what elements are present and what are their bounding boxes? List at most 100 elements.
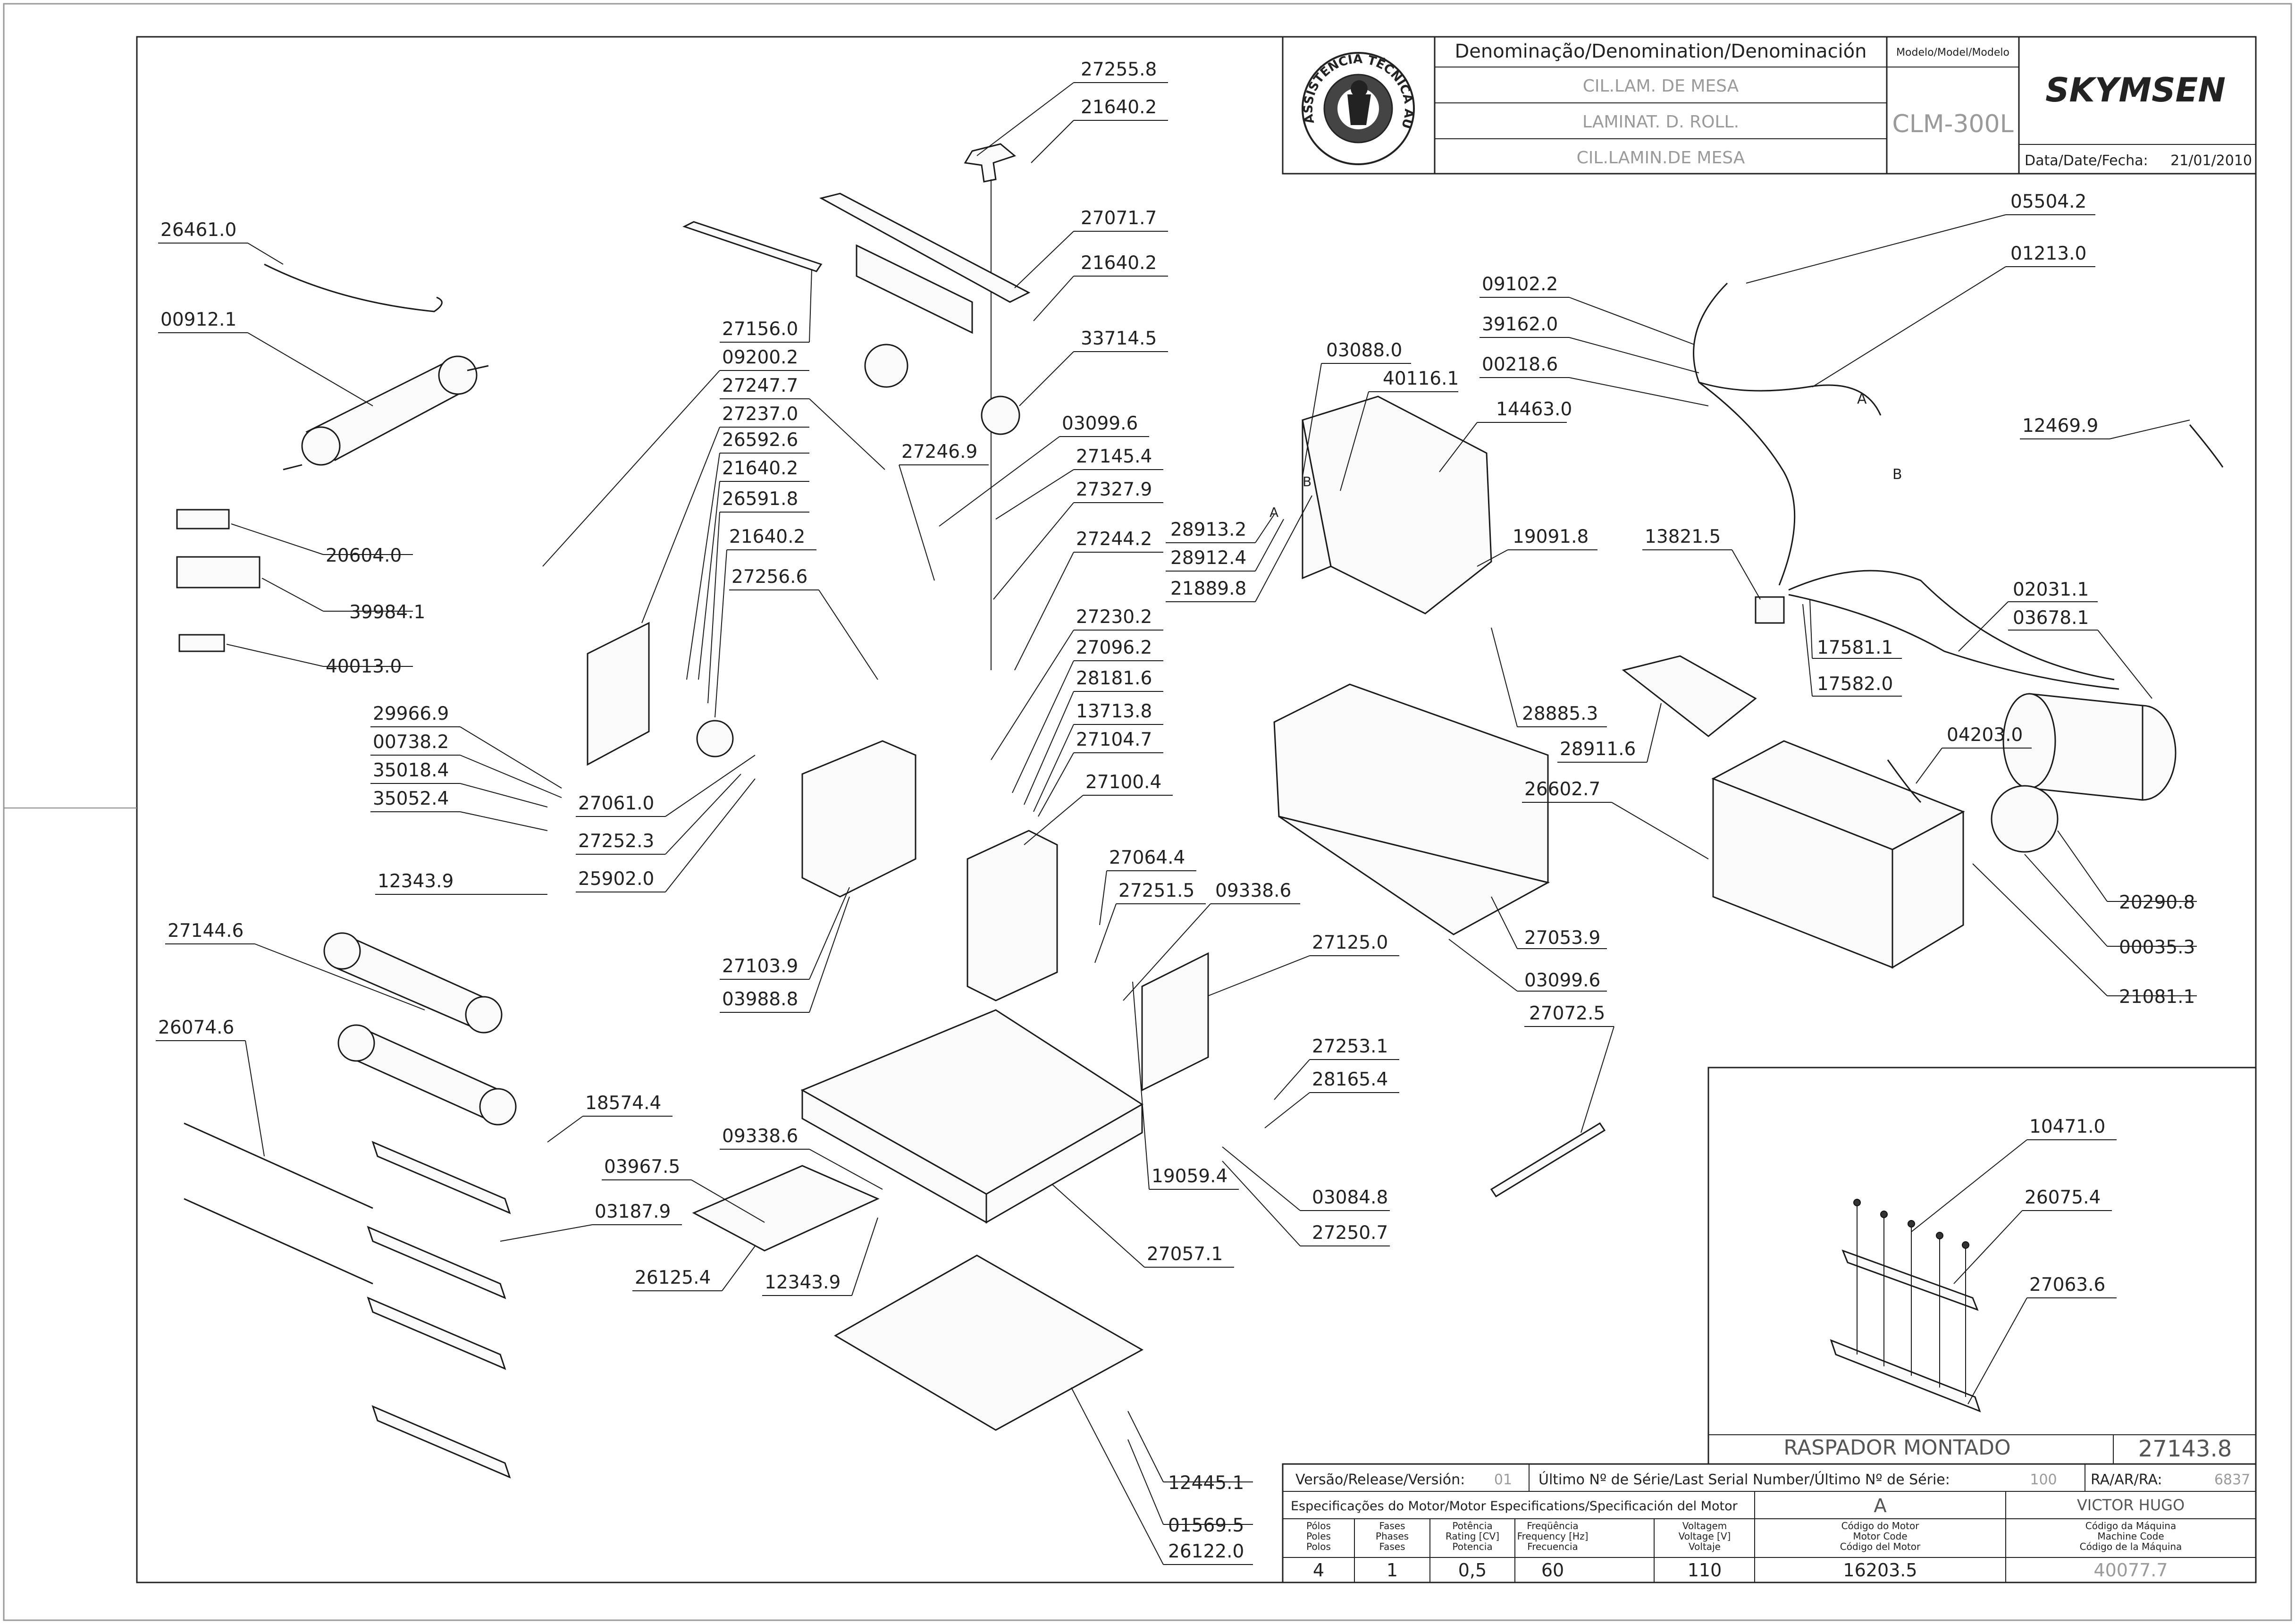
callout: 09200.2 [542, 347, 809, 567]
col-motor-code-h1: Código do Motor [1841, 1520, 1920, 1531]
callout: 27253.1 [1274, 1036, 1399, 1100]
connector-mark-a-hopper: A [1269, 505, 1278, 520]
phases-value: 1 [1387, 1560, 1398, 1581]
callout: 27252.3 [576, 774, 741, 855]
callout: 03678.1 [2008, 607, 2152, 699]
col-poles-h3: Polos [1306, 1541, 1331, 1552]
part-label: 39984.1 [349, 602, 425, 623]
callout: 27156.0 [720, 269, 812, 343]
part-label: 26592.6 [722, 429, 798, 451]
col-phases-h2: Phases [1376, 1531, 1409, 1542]
part-label: 27247.7 [722, 375, 798, 396]
col-poles-h2: Poles [1306, 1531, 1331, 1542]
version-label: Versão/Release/Versión: [1295, 1472, 1465, 1488]
part-label: 09338.6 [1215, 880, 1291, 901]
part-label: 13821.5 [1645, 526, 1721, 547]
part-label: 18574.4 [585, 1093, 661, 1114]
name-en: LAMINAT. D. ROLL. [1582, 112, 1739, 132]
part-label: 27057.1 [1147, 1244, 1223, 1265]
part-label: 03084.8 [1312, 1187, 1388, 1208]
callout: 13713.8 [1033, 701, 1163, 812]
ra-label: RA/AR/RA: [2091, 1472, 2162, 1488]
part-label: 01213.0 [2010, 243, 2086, 264]
callout: 20290.8 [2057, 830, 2197, 913]
part-sketches [176, 143, 2224, 1479]
part-label: 26461.0 [160, 219, 236, 241]
part-label: 14463.0 [1496, 399, 1572, 420]
callout: 21081.1 [1972, 863, 2197, 1008]
col-motor-code-h3: Código del Motor [1840, 1541, 1921, 1552]
part-label: 09338.6 [722, 1126, 798, 1147]
part-label: 35018.4 [373, 760, 449, 781]
callout: 27104.7 [1038, 729, 1163, 817]
part-label: 27100.4 [1085, 772, 1161, 793]
part-label: 27252.3 [578, 831, 654, 852]
connector-mark-b-right: B [1892, 466, 1902, 483]
connector-marks: A B A B [1269, 391, 1902, 520]
part-label: 03099.6 [1062, 413, 1138, 434]
part-label: 09102.2 [1482, 274, 1558, 295]
part-label: 03967.5 [604, 1156, 680, 1178]
part-label: 21640.2 [1081, 97, 1157, 118]
callout: 26461.0 [158, 219, 284, 265]
part-label: 27103.9 [722, 956, 798, 977]
serial-label: Último Nº de Série/Last Serial Number/Úl… [1538, 1471, 1950, 1488]
callout: 39162.0 [1480, 314, 1699, 373]
callout: 00035.3 [2024, 854, 2197, 958]
callout: 27230.2 [991, 606, 1163, 760]
part-label: 04203.0 [1947, 724, 2023, 746]
callout: 27250.7 [1222, 1161, 1390, 1246]
seal-text: ASSISTÊNCIA TÉCNICA AUTORIZADA [0, 0, 1416, 130]
callout: 21640.2 [1031, 97, 1168, 163]
callout: 27072.5 [1524, 1003, 1614, 1133]
part-label: 29966.9 [373, 703, 449, 724]
part-label: 21640.2 [729, 526, 805, 547]
callout: 02031.1 [1958, 579, 2098, 652]
part-label: 21640.2 [722, 458, 798, 479]
part-label: 26591.8 [722, 488, 798, 510]
callout: 00738.2 [370, 732, 562, 798]
part-label: 03988.8 [722, 989, 798, 1010]
col-phases-h1: Fases [1379, 1520, 1405, 1531]
part-label: 20604.0 [326, 545, 402, 566]
part-label: 39162.0 [1482, 314, 1558, 335]
callout: 27103.9 [720, 887, 850, 980]
part-label: 27256.6 [731, 566, 807, 588]
date-value: 21/01/2010 [2170, 152, 2252, 169]
callout: 26074.6 [156, 1017, 265, 1157]
part-label: 27104.7 [1076, 729, 1152, 750]
part-label: 03099.6 [1524, 970, 1600, 991]
part-label: 00218.6 [1482, 354, 1558, 375]
callout: 33714.5 [1019, 328, 1168, 406]
part-label: 26122.0 [1168, 1541, 1244, 1562]
col-motor-code-h2: Motor Code [1853, 1531, 1907, 1542]
subassembly-code: 27143.8 [2138, 1436, 2232, 1462]
callout: 00912.1 [158, 309, 373, 406]
callout: 40116.1 [1340, 368, 1459, 491]
callout: 39984.1 [261, 578, 425, 623]
serial-value: 100 [2030, 1472, 2057, 1488]
part-label: 28912.4 [1170, 547, 1246, 569]
callout: 03084.8 [1222, 1146, 1390, 1211]
part-label: 28911.6 [1560, 739, 1636, 760]
col-phases-h3: Fases [1379, 1541, 1405, 1552]
part-label: 13713.8 [1076, 701, 1152, 722]
part-label: 27156.0 [722, 319, 798, 340]
version-value: 01 [1494, 1472, 1512, 1488]
part-label: 27071.7 [1081, 208, 1157, 229]
ra-value: 6837 [2214, 1472, 2250, 1488]
brand-logo: SKYMSEN [2045, 71, 2226, 109]
part-label: 09200.2 [722, 347, 798, 368]
callout: 14463.0 [1439, 399, 1572, 472]
part-label: 28181.6 [1076, 668, 1152, 689]
callout: 27057.1 [1052, 1184, 1234, 1268]
part-label: 40013.0 [326, 656, 402, 677]
callout: 35018.4 [370, 760, 548, 808]
callout: 27064.4 [1099, 847, 1196, 926]
callout: 12343.9 [762, 1217, 878, 1296]
callout: 00218.6 [1480, 354, 1709, 406]
callout: 27237.0 [641, 404, 809, 623]
part-label: 00912.1 [160, 309, 236, 330]
scraper-assembly-drawing [1830, 1199, 1981, 1413]
col-machine-code-h1: Código da Máquina [2085, 1520, 2176, 1531]
